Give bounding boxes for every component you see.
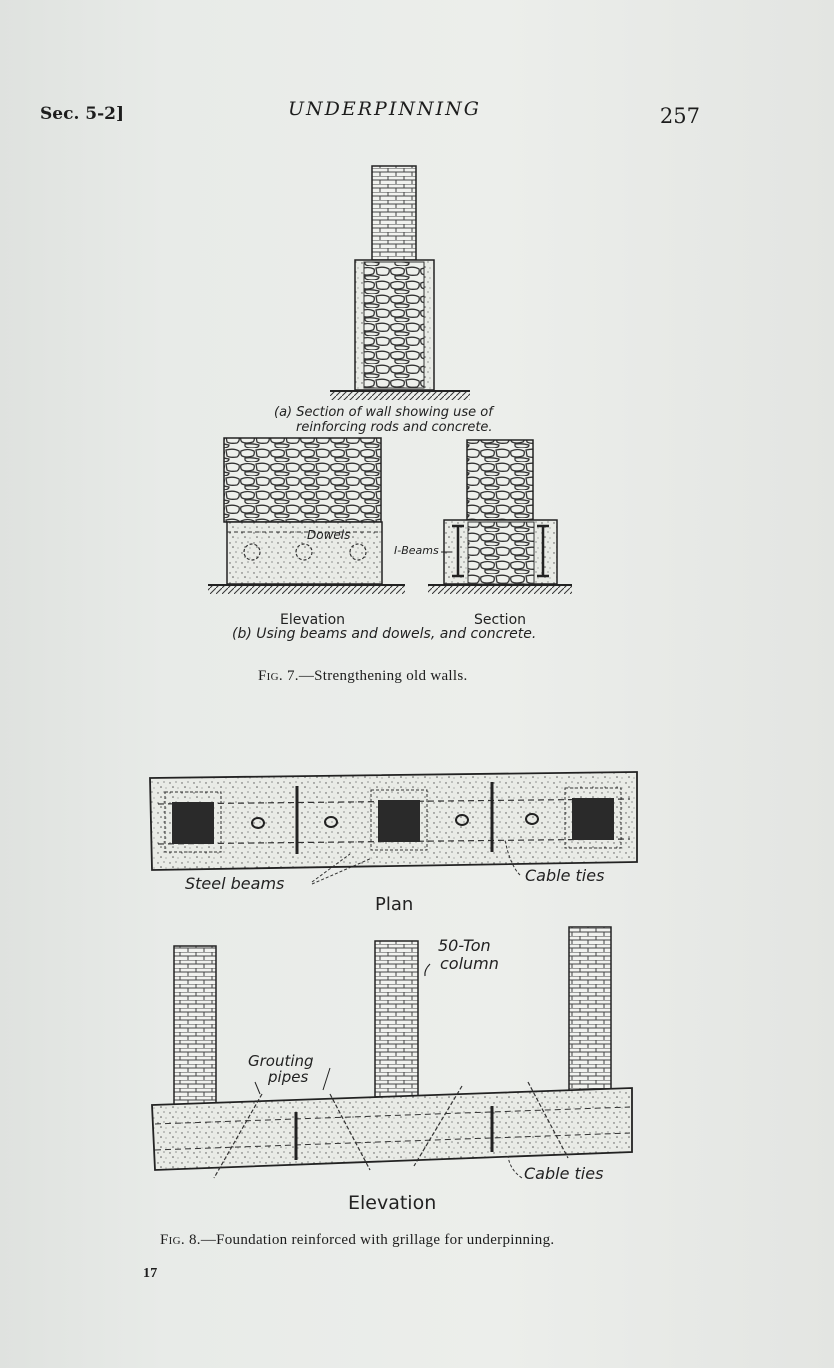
fig8-plan-drawing [149,771,638,885]
fig8-label-column-line2: column [440,954,499,973]
fig7b-elevation-drawing [208,437,405,594]
fig8-caption-text: —Foundation reinforced with grillage for… [200,1232,555,1248]
fig8-caption: Fig. 8.—Foundation reinforced with grill… [160,1232,554,1249]
fig7b-label-elevation: Elevation [280,612,346,628]
signature-mark: 17 [143,1266,158,1281]
page-number: 257 [659,104,700,128]
fig8-elevation-drawing [151,926,633,1179]
fig8-label-grouting-line2: pipes [268,1068,309,1086]
running-title: UNDERPINNING [288,98,481,120]
fig7-caption: Fig. 7.—Strengthening old walls. [258,668,468,685]
fig8-label-column-line1: 50-Ton [438,936,491,955]
fig8-label-cable-ties-plan: Cable ties [525,866,605,885]
section-number: Sec. 5-2] [40,104,125,124]
fig8-label-cable-ties-elevation: Cable ties [524,1164,604,1183]
fig7b-label-section: Section [474,612,527,628]
fig7-caption-prefix: Fig. 7. [258,668,299,684]
fig8-label-grouting-line1: Grouting [248,1052,314,1070]
running-header: Sec. 5-2] UNDERPINNING 257 [40,98,700,128]
fig7a-caption-line1: (a) Section of wall showing use of [274,405,493,420]
fig7b-section-drawing [428,439,572,594]
fig7-caption-text: —Strengthening old walls. [298,668,468,684]
fig8-label-steel-beams: Steel beams [185,874,285,893]
fig7b-label-dowels: Dowels [307,528,351,542]
fig7b-caption: (b) Using beams and dowels, and concrete… [232,626,537,642]
fig7a-wall-section [330,165,470,400]
fig7a-caption-line2: reinforcing rods and concrete. [296,420,493,435]
fig8-caption-prefix: Fig. 8. [160,1232,201,1248]
fig8-label-elevation: Elevation [348,1192,437,1214]
fig8-label-plan: Plan [375,894,414,915]
fig7b-label-ibeams: I-Beams [394,544,439,557]
